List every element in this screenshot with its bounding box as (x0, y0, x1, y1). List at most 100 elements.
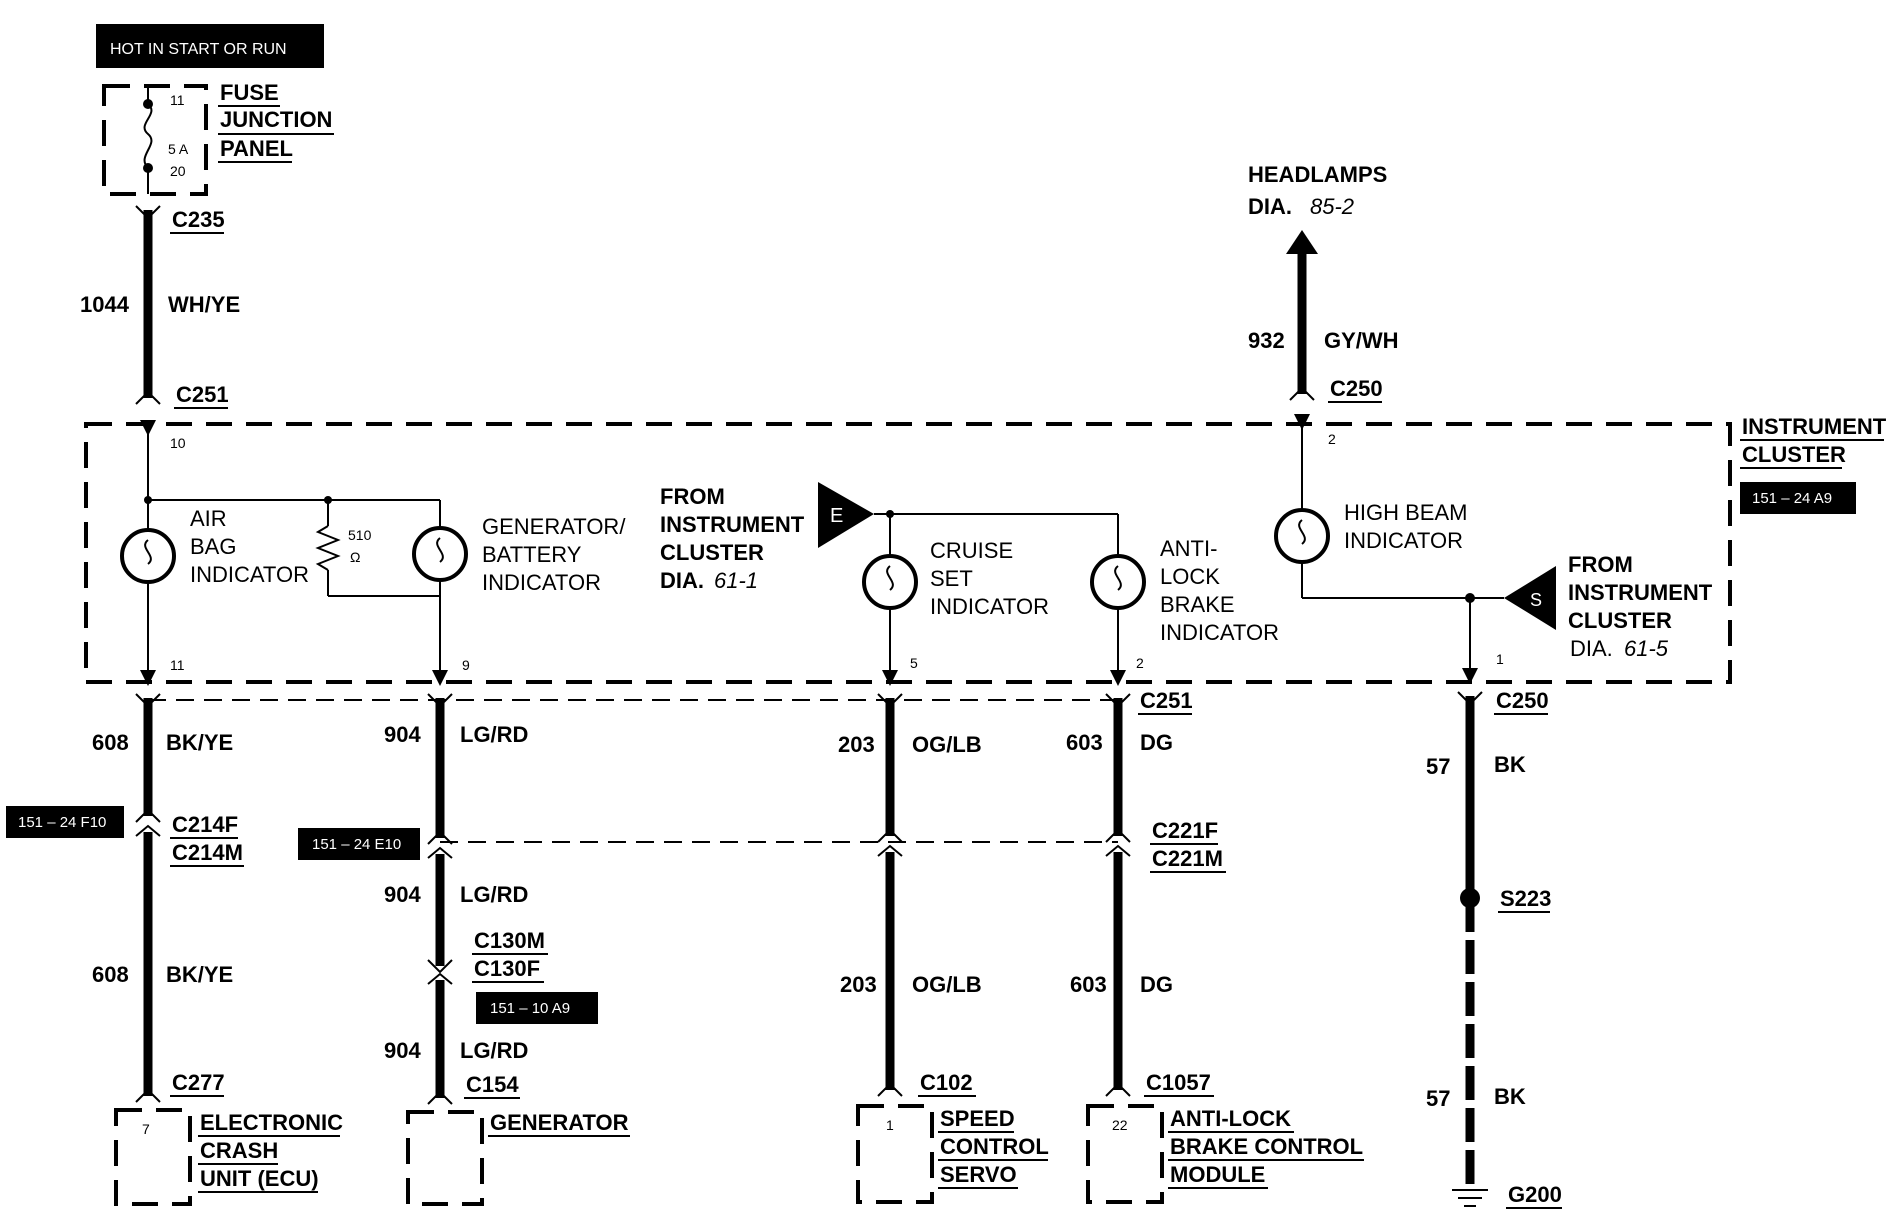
abs-indicator-lamp (1090, 554, 1146, 610)
wire-904-b-color: LG/RD (460, 882, 528, 907)
fuse-rating: 5 A (168, 141, 189, 157)
servo-3: SERVO (940, 1162, 1017, 1187)
from-s-3: CLUSTER (1568, 608, 1672, 633)
wire-1044-color: WH/YE (168, 292, 240, 317)
from-s-1: FROM (1568, 552, 1633, 577)
fuse-panel-title-3: PANEL (220, 136, 293, 161)
pin-5: 5 (910, 655, 918, 671)
cruise-indicator-lamp (862, 554, 918, 610)
connector-c214m: C214M (172, 840, 243, 865)
ref-box-a9b (476, 992, 598, 1024)
resistor-icon (315, 525, 341, 571)
connector-c250-top: C250 (1330, 376, 1383, 401)
connector-c221m: C221M (1152, 846, 1223, 871)
cluster-title-2: CLUSTER (1742, 442, 1846, 467)
abs-4: INDICATOR (1160, 620, 1279, 645)
wire-1044-num: 1044 (80, 292, 130, 317)
cruise-1: CRUISE (930, 538, 1013, 563)
abs-2: LOCK (1160, 564, 1220, 589)
wire-57-a-color: BK (1494, 752, 1526, 777)
pin-11: 11 (170, 657, 185, 673)
from-e-2: INSTRUMENT (660, 512, 805, 537)
gen-batt-1: GENERATOR/ (482, 514, 626, 539)
fuse-icon (143, 103, 153, 169)
high-beam-indicator-lamp (1274, 508, 1330, 564)
wire-603-b-num: 603 (1070, 972, 1107, 997)
ecu-3: UNIT (ECU) (200, 1166, 319, 1191)
cruise-3: INDICATOR (930, 594, 1049, 619)
from-e-1: FROM (660, 484, 725, 509)
ref-box-e10 (298, 828, 420, 860)
from-e-3: CLUSTER (660, 540, 764, 565)
abs-3: BRAKE (1160, 592, 1235, 617)
servo-pin: 1 (886, 1117, 894, 1133)
ecu-pin: 7 (142, 1121, 150, 1137)
connector-c221f: C221F (1152, 818, 1218, 843)
ref-box-e10-text: 151 – 24 E10 (312, 836, 401, 853)
resistor-unit: Ω (350, 549, 360, 565)
wire-608-a-num: 608 (92, 730, 129, 755)
from-s-dia: DIA. (1570, 636, 1613, 661)
wire-608-b-num: 608 (92, 962, 129, 987)
from-s-arrow-icon (1504, 566, 1556, 630)
abs-module-1: ANTI-LOCK (1170, 1106, 1291, 1131)
ecu-box (114, 1108, 192, 1206)
wire-932-num: 932 (1248, 328, 1285, 353)
ground-g200: G200 (1508, 1182, 1562, 1207)
abs-module-3: MODULE (1170, 1162, 1265, 1187)
ref-box-a9b-text: 151 – 10 A9 (490, 1000, 570, 1017)
fuse-panel-box (102, 84, 208, 196)
connector-c130f: C130F (474, 956, 540, 981)
from-e-ref: 61-1 (714, 568, 758, 593)
connector-c250-bottom: C250 (1496, 688, 1549, 713)
wire-57-b-color: BK (1494, 1084, 1526, 1109)
connector-c251-bottom: C251 (1140, 688, 1193, 713)
wire-603-a-num: 603 (1066, 730, 1103, 755)
pin-2: 2 (1328, 431, 1336, 447)
wire-904-c-num: 904 (384, 1038, 421, 1063)
servo-box (856, 1104, 934, 1204)
wire-904-c-color: LG/RD (460, 1038, 528, 1063)
ref-box-f10 (6, 806, 124, 838)
wire-203-a-color: OG/LB (912, 732, 982, 757)
instrument-cluster-box (84, 422, 1732, 684)
abs-module-box (1086, 1104, 1164, 1204)
pin-2b: 2 (1136, 655, 1144, 671)
servo-1: SPEED (940, 1106, 1015, 1131)
from-s-2: INSTRUMENT (1568, 580, 1713, 605)
ref-box-f10-text: 151 – 24 F10 (18, 814, 106, 831)
generator-label: GENERATOR (490, 1110, 629, 1135)
wire-932-color: GY/WH (1324, 328, 1399, 353)
abs-1: ANTI- (1160, 536, 1217, 561)
high-beam-1: HIGH BEAM (1344, 500, 1467, 525)
fuse-pin-out: 20 (170, 163, 186, 179)
headlamps-label: HEADLAMPS (1248, 162, 1387, 187)
wire-57-b-num: 57 (1426, 1086, 1450, 1111)
connector-c102: C102 (920, 1070, 973, 1095)
wire-904-a-num: 904 (384, 722, 421, 747)
wire-608-a-color: BK/YE (166, 730, 233, 755)
ecu-1: ELECTRONIC (200, 1110, 343, 1135)
air-bag-indicator-lamp (120, 528, 176, 584)
ecu-2: CRASH (200, 1138, 278, 1163)
high-beam-2: INDICATOR (1344, 528, 1463, 553)
from-e-letter: E (830, 505, 843, 527)
from-s-ref: 61-5 (1624, 636, 1669, 661)
hot-label-box (96, 24, 324, 68)
connector-c214f: C214F (172, 812, 238, 837)
wire-603-a-color: DG (1140, 730, 1173, 755)
wire-603-b-color: DG (1140, 972, 1173, 997)
wire-203-a-num: 203 (838, 732, 875, 757)
air-bag-1: AIR (190, 506, 227, 531)
fuse-panel-title-2: JUNCTION (220, 107, 332, 132)
fuse-pin-in: 11 (170, 92, 185, 108)
connector-c154: C154 (466, 1072, 519, 1097)
fuse-panel-title-1: FUSE (220, 80, 279, 105)
gen-batt-3: INDICATOR (482, 570, 601, 595)
wire-904-a-color: LG/RD (460, 722, 528, 747)
headlamps-ref: 85-2 (1310, 194, 1354, 219)
gen-batt-2: BATTERY (482, 542, 582, 567)
splice-s223: S223 (1500, 886, 1551, 911)
air-bag-2: BAG (190, 534, 236, 559)
